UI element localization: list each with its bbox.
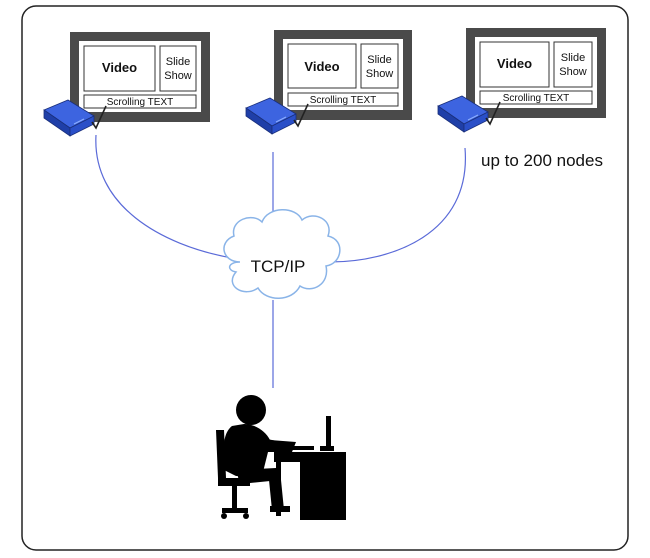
ticker-zone-label: Scrolling TEXT xyxy=(503,93,570,104)
video-zone-label: Video xyxy=(497,56,532,71)
video-zone xyxy=(479,41,550,88)
slideshow-zone-label-line2: Show xyxy=(366,68,394,80)
video-zone xyxy=(287,43,357,89)
slideshow-zone-label-line1: Slide xyxy=(561,52,585,64)
ticker-zone xyxy=(479,90,593,105)
slideshow-zone-label-line2: Show xyxy=(559,66,587,78)
media-player-icon xyxy=(245,97,309,135)
media-player-icon xyxy=(437,95,501,133)
video-zone-label: Video xyxy=(102,60,137,75)
slideshow-zone xyxy=(360,43,399,89)
network-label: TCP/IP xyxy=(251,257,306,276)
link-screen-1 xyxy=(95,134,233,259)
operator-at-desk-icon xyxy=(216,395,346,520)
display-screen-1: Video Slide Show Scrolling TEXT xyxy=(70,32,210,122)
ticker-zone xyxy=(287,92,399,107)
slideshow-zone xyxy=(159,45,197,92)
slideshow-zone-label-line1: Slide xyxy=(367,54,391,66)
media-player-icon xyxy=(43,99,107,137)
slideshow-zone-label-line2: Show xyxy=(164,70,192,82)
display-screen-2: Video Slide Show Scrolling TEXT xyxy=(274,30,412,120)
node-count-label: up to 200 nodes xyxy=(481,151,603,170)
link-screen-3 xyxy=(329,147,466,263)
cloud-icon xyxy=(223,209,341,299)
display-screen-3: Video Slide Show Scrolling TEXT xyxy=(466,28,606,118)
slideshow-zone-label-line1: Slide xyxy=(166,56,190,68)
video-zone-label: Video xyxy=(304,59,339,74)
video-zone xyxy=(83,45,156,92)
ticker-zone-label: Scrolling TEXT xyxy=(310,95,377,106)
ticker-zone xyxy=(83,94,197,109)
connector-lines xyxy=(95,134,466,388)
slideshow-zone xyxy=(553,41,593,88)
ticker-zone-label: Scrolling TEXT xyxy=(107,97,174,108)
